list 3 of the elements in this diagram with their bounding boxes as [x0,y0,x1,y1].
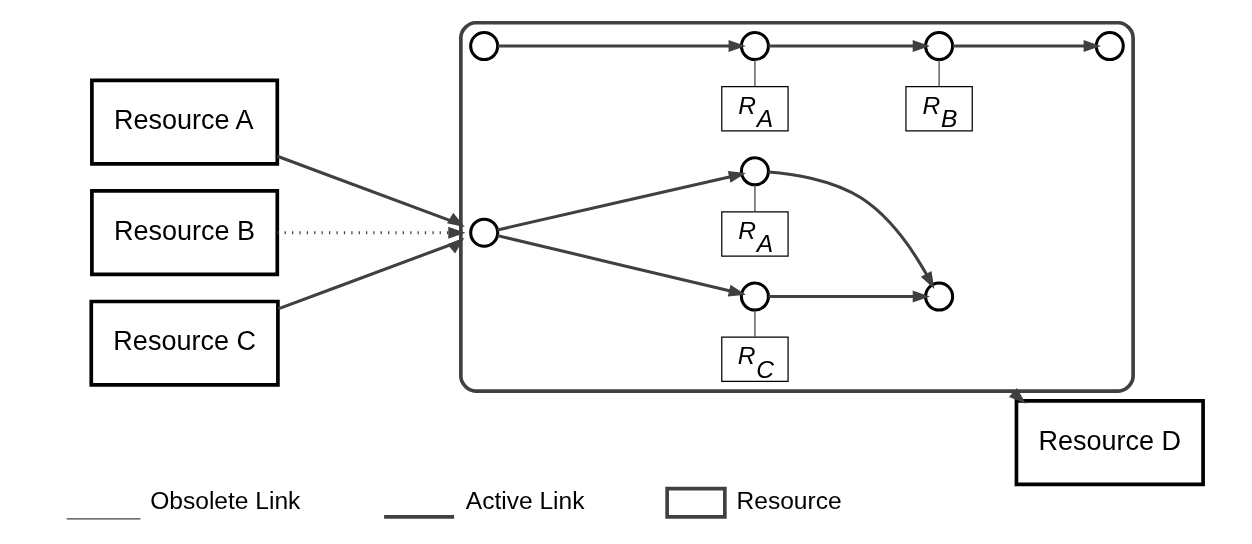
legend-label: Resource [736,486,842,514]
legend-label: Active Link [465,486,585,514]
legend-label: Obsolete Link [150,486,301,514]
